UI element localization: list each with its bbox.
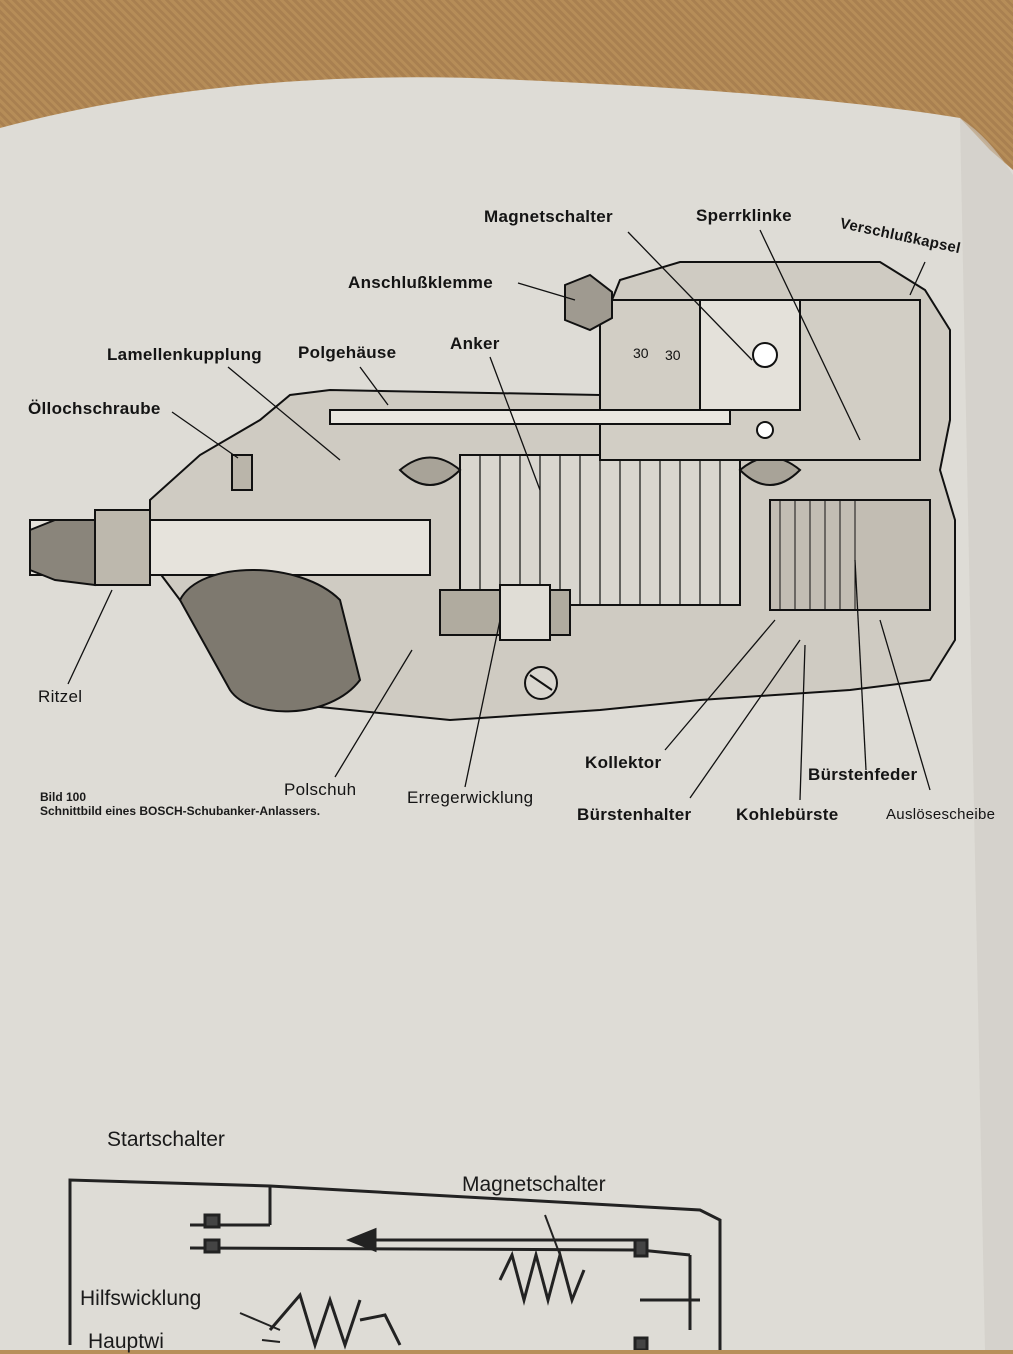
label-anschlussklemme: Anschlußklemme <box>348 273 493 292</box>
label-erregerwicklung: Erregerwicklung <box>407 788 534 807</box>
caption-text: Schnittbild eines BOSCH-Schubanker-Anlas… <box>40 804 321 818</box>
figure-caption: Bild 100 Schnittbild eines BOSCH-Schuban… <box>40 790 320 818</box>
terminal-30-a-label: 30 <box>633 345 649 361</box>
label-buerstenhalter: Bürstenhalter <box>577 805 692 824</box>
label-anker: Anker <box>450 334 500 353</box>
label-lamellenkupplung: Lamellenkupplung <box>107 345 262 364</box>
lower-label-magnetschalter: Magnetschalter <box>462 1173 606 1196</box>
lower-label-hauptwicklung: Hauptwi <box>88 1330 164 1353</box>
label-ausloesescheibe: Auslösescheibe <box>886 806 996 823</box>
label-magnetschalter: Magnetschalter <box>484 207 613 226</box>
lower-title-startschalter: Startschalter <box>107 1128 225 1151</box>
caption-number: Bild 100 <box>40 790 87 804</box>
label-oellochschraube: Öllochschraube <box>28 399 161 418</box>
label-buerstenfeder: Bürstenfeder <box>808 765 918 784</box>
label-polschuh: Polschuh <box>284 780 357 799</box>
terminal-30-b-label: 30 <box>665 347 681 363</box>
label-sperrklinke: Sperrklinke <box>696 206 792 225</box>
lower-label-hilfswicklung: Hilfswicklung <box>80 1287 202 1310</box>
label-polgehaeuse: Polgehäuse <box>298 343 397 362</box>
label-kohlebuerste: Kohlebürste <box>736 805 839 824</box>
label-ritzel: Ritzel <box>38 687 83 706</box>
label-kollektor: Kollektor <box>585 753 662 772</box>
